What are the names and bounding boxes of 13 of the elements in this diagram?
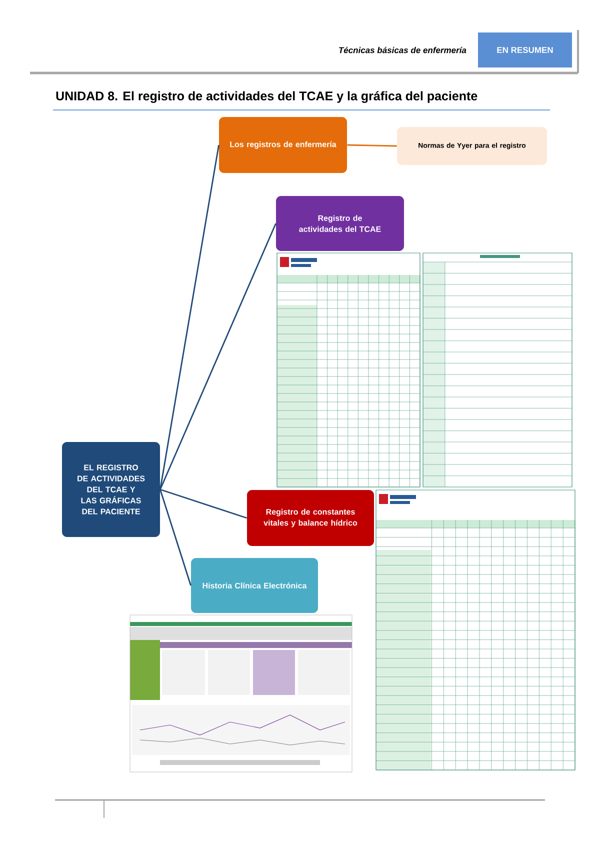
title: UNIDAD 8. El registro de actividades del TCAE y la gráfica del paciente [56, 91, 478, 103]
header-text: Técnicas básicas de enfermería [339, 46, 466, 54]
branch-box: Historia Clínica Electrónica [191, 558, 318, 613]
header-tab: EN RESUMEN [478, 32, 572, 68]
connector-line [160, 223, 276, 490]
connector-line [160, 488, 248, 519]
connector-line [160, 489, 192, 586]
connector-line [347, 144, 397, 147]
branch-box: Registro de constantes vitales y balance hídrico [247, 490, 374, 546]
branch-box: Los registros de enfermería [219, 117, 347, 173]
topic-box: EL REGISTRO DE ACTIVIDADES DEL TCAE Y LAS GRÁFICAS DEL PACIENTE [62, 442, 160, 537]
connector-line [160, 144, 220, 490]
branch-box: Registro de actividades del TCAE [276, 196, 404, 251]
